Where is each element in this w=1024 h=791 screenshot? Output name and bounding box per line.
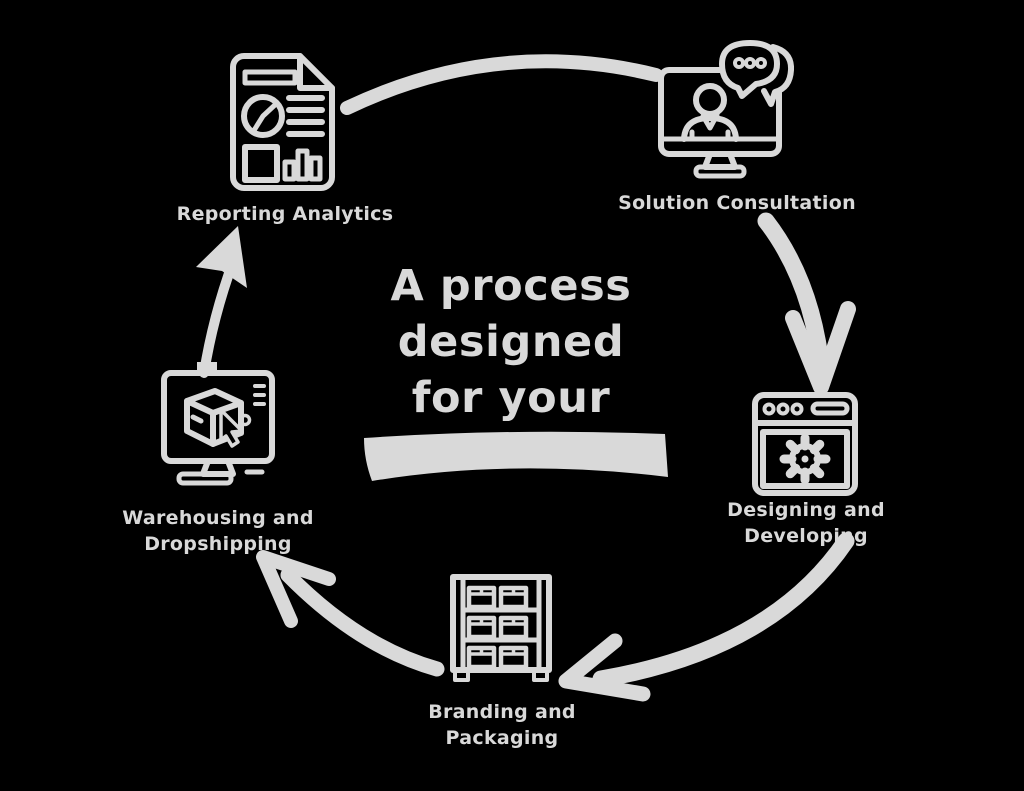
heading-line-1: A process (390, 261, 632, 311)
packaging-shelf-boxes-icon (446, 574, 556, 686)
step-label-warehousing: Warehousing and Dropshipping (122, 507, 314, 555)
heading-line-3: for your (411, 373, 611, 423)
center-heading: A process designed for your (390, 258, 631, 426)
arrow-warehousing-to-reporting (196, 226, 247, 378)
arrow-designing-to-branding (558, 532, 855, 702)
step-label-reporting: Reporting Analytics (176, 203, 394, 225)
monitor-box-cursor-icon (161, 360, 275, 492)
brush-stroke-highlight-icon (364, 431, 668, 481)
analytics-report-document-icon (228, 52, 336, 192)
heading-line-2: designed (397, 317, 625, 367)
browser-gear-icon (752, 392, 858, 496)
arrow-consultation-to-designing (757, 212, 856, 395)
step-label-consultation: Solution Consultation (618, 192, 856, 214)
arrow-branding-to-warehousing (256, 550, 445, 677)
step-label-designing: Designing and Developing (727, 499, 885, 547)
cursor-icon (219, 408, 252, 448)
step-label-branding: Branding and Packaging (428, 701, 576, 749)
connector-reporting-to-consultation (340, 54, 663, 115)
monitor-person-chat-icon (658, 36, 794, 186)
gear-icon (779, 433, 831, 485)
shelf-boxes (466, 585, 529, 670)
